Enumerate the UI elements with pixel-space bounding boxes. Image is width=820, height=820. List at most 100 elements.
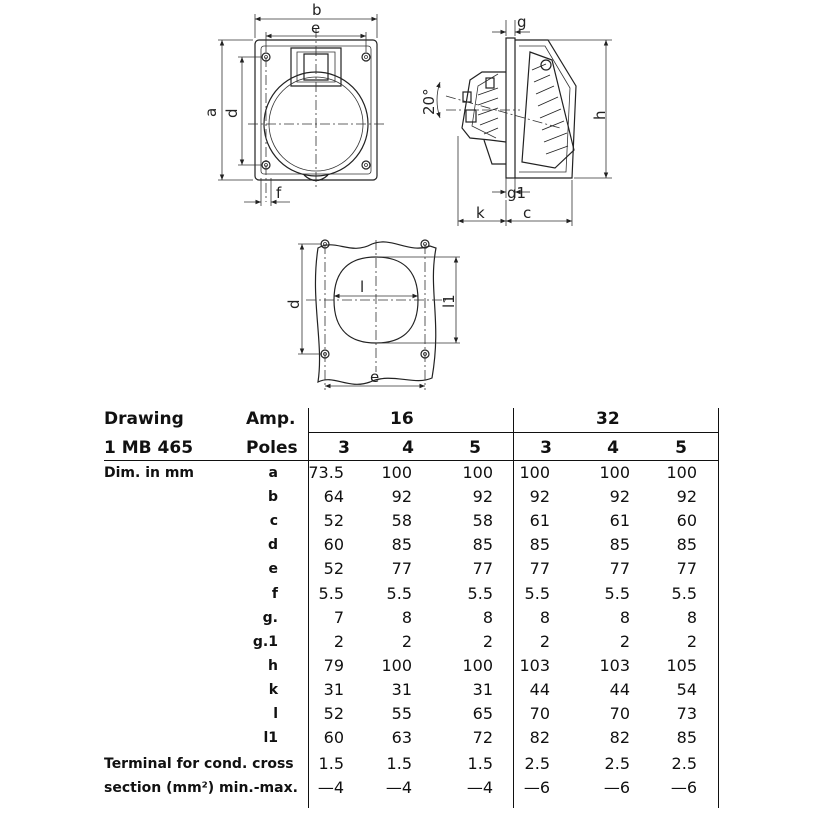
dimension-value: 2 <box>619 631 630 651</box>
dimension-value: 5.5 <box>318 583 344 603</box>
terminal-max-value: —6 <box>523 778 550 798</box>
dimension-value: 31 <box>323 679 344 699</box>
dimension-value: 77 <box>529 559 550 579</box>
amp-group-16: 16 <box>390 409 414 429</box>
dimension-value: 77 <box>391 559 412 579</box>
terminal-label-line1: Terminal for cond. cross <box>104 756 294 773</box>
dimension-value: 2 <box>686 631 697 651</box>
dimension-label: l <box>273 706 278 722</box>
terminal-max-value: —4 <box>385 778 412 798</box>
dimension-label: h <box>268 657 278 674</box>
dimension-value: 92 <box>529 487 550 507</box>
dimension-value: 92 <box>472 487 493 507</box>
dimension-value: 72 <box>472 728 493 748</box>
dimension-value: 31 <box>472 679 493 699</box>
side-dim-k: k <box>476 204 485 222</box>
terminal-min-value: 2.5 <box>604 754 630 774</box>
dimension-label: g. <box>262 609 278 626</box>
table-title-code: 1 MB 465 <box>104 438 194 458</box>
dimension-value: 44 <box>609 679 630 699</box>
side-dim-h: h <box>591 110 609 120</box>
dimension-value: 5.5 <box>386 583 412 603</box>
dimension-label: b <box>267 489 278 506</box>
dimension-label: l1 <box>263 730 278 747</box>
poles-cell: 5 <box>469 438 481 458</box>
dimension-value: 85 <box>609 535 630 555</box>
front-view: b e a d f <box>202 1 386 206</box>
poles-cell: 4 <box>402 438 414 458</box>
terminal-min-value: 1.5 <box>318 754 344 774</box>
terminal-min-value: 2.5 <box>524 754 550 774</box>
side-dim-g1: g1 <box>507 184 526 202</box>
dimension-value: 63 <box>391 728 412 748</box>
dimension-value: 8 <box>539 607 550 627</box>
side-lid-hatch <box>531 63 569 155</box>
dimension-value: 73.5 <box>308 463 344 482</box>
dimension-value: 85 <box>529 535 550 555</box>
dimension-value: 100 <box>462 463 493 482</box>
front-dim-a: a <box>202 108 220 117</box>
dimension-value: 100 <box>381 463 412 482</box>
terminal-max-value: —4 <box>466 778 493 798</box>
dimension-value: 92 <box>391 487 412 507</box>
dimension-value: 2 <box>401 631 412 651</box>
terminal-min-value: 1.5 <box>467 754 493 774</box>
dimension-value: 2 <box>539 631 550 651</box>
dimension-value: 2 <box>482 631 493 651</box>
poles-cell: 5 <box>675 438 687 458</box>
front-dim-b: b <box>312 1 322 19</box>
dimension-value: 58 <box>391 511 412 531</box>
dimension-value: 61 <box>609 511 630 531</box>
front-dim-e: e <box>311 19 320 37</box>
side-view: 20° g h g1 k c <box>420 13 612 226</box>
dimension-value: 70 <box>609 704 630 723</box>
dimension-value: 103 <box>519 655 550 675</box>
cutout-dim-e: e <box>370 368 379 386</box>
side-dim-c: c <box>523 204 531 222</box>
dim-unit-label: Dim. in mm <box>104 465 195 481</box>
dimension-value: 85 <box>676 728 697 748</box>
dimension-value: 85 <box>391 535 412 555</box>
dimension-value: 100 <box>381 655 412 675</box>
dimension-value: 5.5 <box>671 583 697 603</box>
poles-label: Poles <box>246 438 298 458</box>
dimension-value: 77 <box>676 559 697 579</box>
technical-drawings: b e a d f <box>202 1 612 390</box>
dimension-value: 100 <box>519 463 550 482</box>
cutout-dim-d: d <box>285 299 303 309</box>
terminal-max-value: —6 <box>603 778 630 798</box>
side-dim-g: g <box>517 13 527 31</box>
dimension-value: 44 <box>529 679 550 699</box>
dimension-label: g.1 <box>252 633 278 650</box>
dimension-value: 92 <box>609 487 630 507</box>
dimension-value: 70 <box>529 704 550 723</box>
dimension-label: e <box>268 561 279 578</box>
dimension-label: f <box>271 585 278 602</box>
front-dim-f: f <box>276 184 282 202</box>
dimension-value: 73 <box>676 704 697 723</box>
dimension-value: 77 <box>472 559 493 579</box>
dimension-value: 85 <box>472 535 493 555</box>
amp-label: Amp. <box>246 409 296 429</box>
dimension-value: 103 <box>599 655 630 675</box>
dimension-value: 64 <box>323 487 344 507</box>
dimension-value: 85 <box>676 535 697 555</box>
dimension-value: 105 <box>666 655 697 675</box>
dimension-value: 60 <box>676 511 697 531</box>
dimension-value: 82 <box>529 728 550 748</box>
dimension-value: 8 <box>482 607 493 627</box>
terminal-label-line2: section (mm²) min.-max. <box>104 780 298 797</box>
dimension-value: 55 <box>391 704 412 723</box>
dimension-label: c <box>269 513 278 530</box>
dimension-value: 60 <box>323 535 344 555</box>
dimension-value: 52 <box>323 511 344 531</box>
dimension-value: 58 <box>472 511 493 531</box>
dimension-value: 52 <box>323 704 344 723</box>
dimension-value: 8 <box>686 607 697 627</box>
table-title-drawing: Drawing <box>104 409 184 429</box>
dimension-value: 5.5 <box>467 583 493 603</box>
dimension-value: 2 <box>333 631 344 651</box>
dimension-value: 65 <box>472 704 493 723</box>
dimension-label: a <box>268 465 278 481</box>
poles-cell: 3 <box>540 438 552 458</box>
